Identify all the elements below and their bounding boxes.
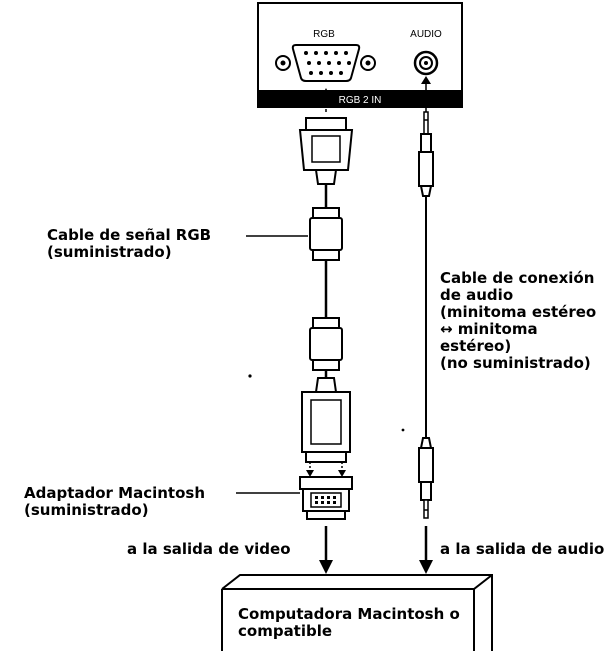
mac-adapter-label: Adaptador Macintosh (suministrado) [24, 484, 206, 519]
rgb-cable [298, 88, 354, 477]
panel-input-label: RGB 2 IN [339, 95, 382, 106]
video-arrow-icon [319, 526, 333, 574]
rgb-port-icon [275, 44, 376, 82]
audio-cable [418, 76, 434, 519]
input-panel: RGB AUDIO RGB 2 IN [257, 2, 463, 108]
macintosh-adapter-icon [299, 476, 353, 520]
rgb-cable-label: Cable de señal RGB (suministrado) [47, 226, 212, 261]
panel-audio-label: AUDIO [410, 29, 442, 40]
panel-rgb-label: RGB [313, 29, 335, 40]
audio-cable-label: Cable de conexión de audio (minitoma est… [440, 269, 597, 372]
audio-jack-icon [413, 50, 439, 76]
computer-box [221, 574, 493, 651]
video-output-label: a la salida de video [127, 540, 291, 558]
computer-label: Computadora Macintosh o compatible [238, 605, 460, 640]
audio-output-label: a la salida de audio [440, 540, 605, 558]
audio-arrow-icon [419, 526, 433, 574]
